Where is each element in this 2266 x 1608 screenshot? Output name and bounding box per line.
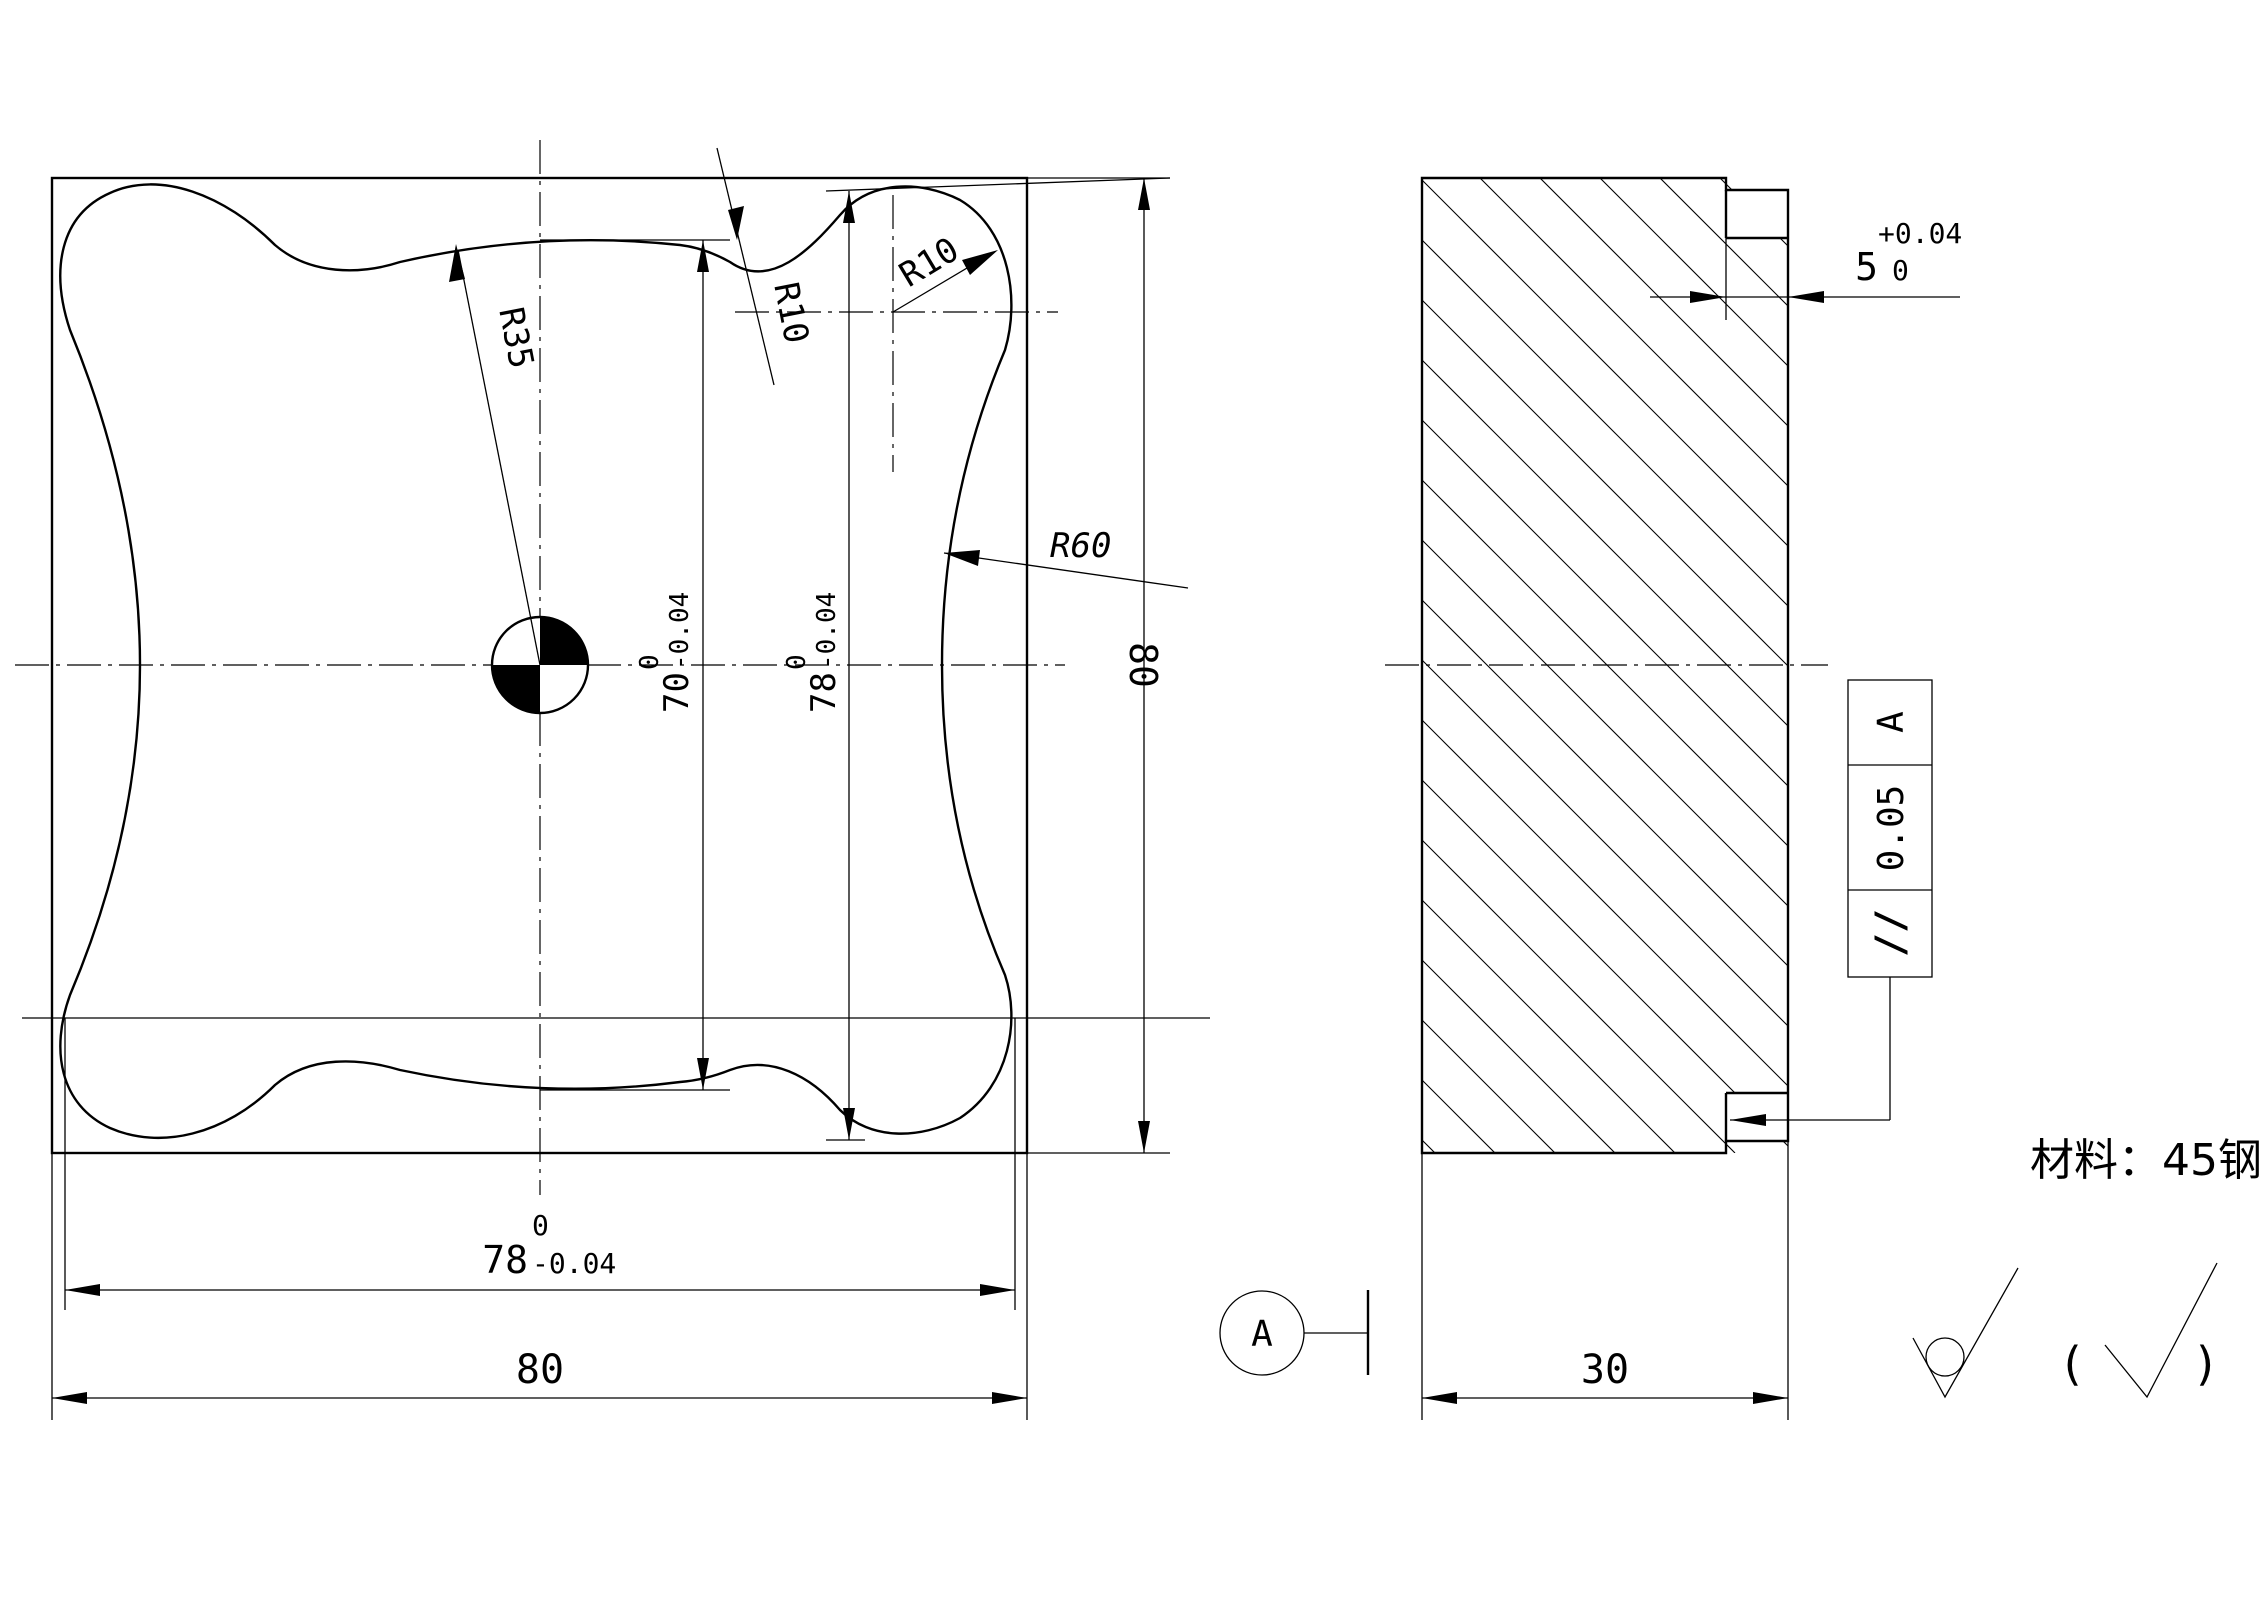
svg-text:-0.04: -0.04 [665, 592, 695, 670]
check-mark-icon [2104, 1262, 2218, 1399]
svg-text:78: 78 [482, 1238, 528, 1282]
svg-text:0: 0 [532, 1209, 549, 1242]
r35-arrow [449, 244, 465, 282]
svg-text:-0.04: -0.04 [812, 592, 842, 670]
dim-30-arrow-left [1422, 1392, 1457, 1404]
svg-text:0: 0 [635, 654, 665, 670]
dim-5-label: 5 +0.04 0 [1855, 217, 1962, 289]
pocket-notch-top [1726, 190, 1788, 238]
dim-80h-label: 80 [516, 1347, 564, 1393]
r60-label: R60 [1050, 526, 1111, 566]
front-view: R35 R10 R10 R60 70 0 -0.04 78 [15, 140, 1210, 1420]
dim-80v-arrow-top [1138, 178, 1150, 210]
dim-80v-arrow-bottom [1138, 1121, 1150, 1153]
svg-text:0: 0 [1892, 254, 1909, 287]
pocket-contour [59, 183, 1013, 1140]
r10-top-label: R10 [765, 279, 816, 347]
dim-78-ext-top [825, 177, 1171, 192]
dim-5-arrow-left [1690, 291, 1726, 303]
section-hatching [1422, 178, 1788, 1153]
svg-text:78: 78 [804, 672, 844, 713]
surface-finish-icon [1912, 1267, 2019, 1399]
tolerance-frame: A 0.05 // [1730, 679, 1933, 1126]
r10-top-leader [716, 147, 775, 386]
tolerance-value: 0.05 [1871, 785, 1912, 872]
material-label: 材料：45钢 [2030, 1135, 2262, 1186]
dim-70-arrow-top [697, 240, 709, 272]
svg-text:70: 70 [657, 672, 697, 713]
r10-side-label: R10 [893, 230, 966, 296]
datum-a-label: A [1251, 1314, 1273, 1355]
dim-78v-arrow-top [843, 191, 855, 223]
svg-text:+0.04: +0.04 [1878, 217, 1962, 250]
dim-80h-arrow-left [52, 1392, 87, 1404]
svg-text:0: 0 [782, 654, 812, 670]
r35-label: R35 [490, 304, 541, 372]
dim-80v-label: 80 [1121, 642, 1165, 688]
dim-80h-arrow-right [992, 1392, 1027, 1404]
r35-leader [457, 249, 541, 666]
parallelism-icon: // [1868, 909, 1914, 957]
tolerance-datum: A [1871, 711, 1912, 733]
datum-a-symbol: A [1219, 1290, 1370, 1376]
r60-leader [943, 552, 1189, 589]
r60-arrow [944, 550, 980, 566]
dim-70-label: 70 0 -0.04 [635, 592, 697, 713]
r10-top-arrow [728, 206, 744, 240]
dim-78v-label: 78 0 -0.04 [782, 592, 844, 713]
dim-78h-label: 78 0 -0.04 [482, 1209, 616, 1282]
dim-5-arrow-right [1788, 291, 1824, 303]
dim-30-arrow-right [1753, 1392, 1788, 1404]
r10-side-arrow [962, 250, 998, 275]
side-view: 5 +0.04 0 30 A 0.05 // [1385, 176, 1962, 1420]
dim-70-arrow-bottom [697, 1058, 709, 1090]
surface-finish-paren-open: ( [2058, 1337, 2086, 1391]
dim-78h-arrow-left [65, 1284, 100, 1296]
svg-text:-0.04: -0.04 [532, 1247, 616, 1280]
dim-78h-arrow-right [980, 1284, 1015, 1296]
svg-text:5: 5 [1855, 245, 1878, 289]
dim-30-label: 30 [1581, 1347, 1629, 1393]
surface-finish-paren-close: ) [2192, 1337, 2220, 1391]
dim-78v-arrow-bottom [843, 1108, 855, 1140]
